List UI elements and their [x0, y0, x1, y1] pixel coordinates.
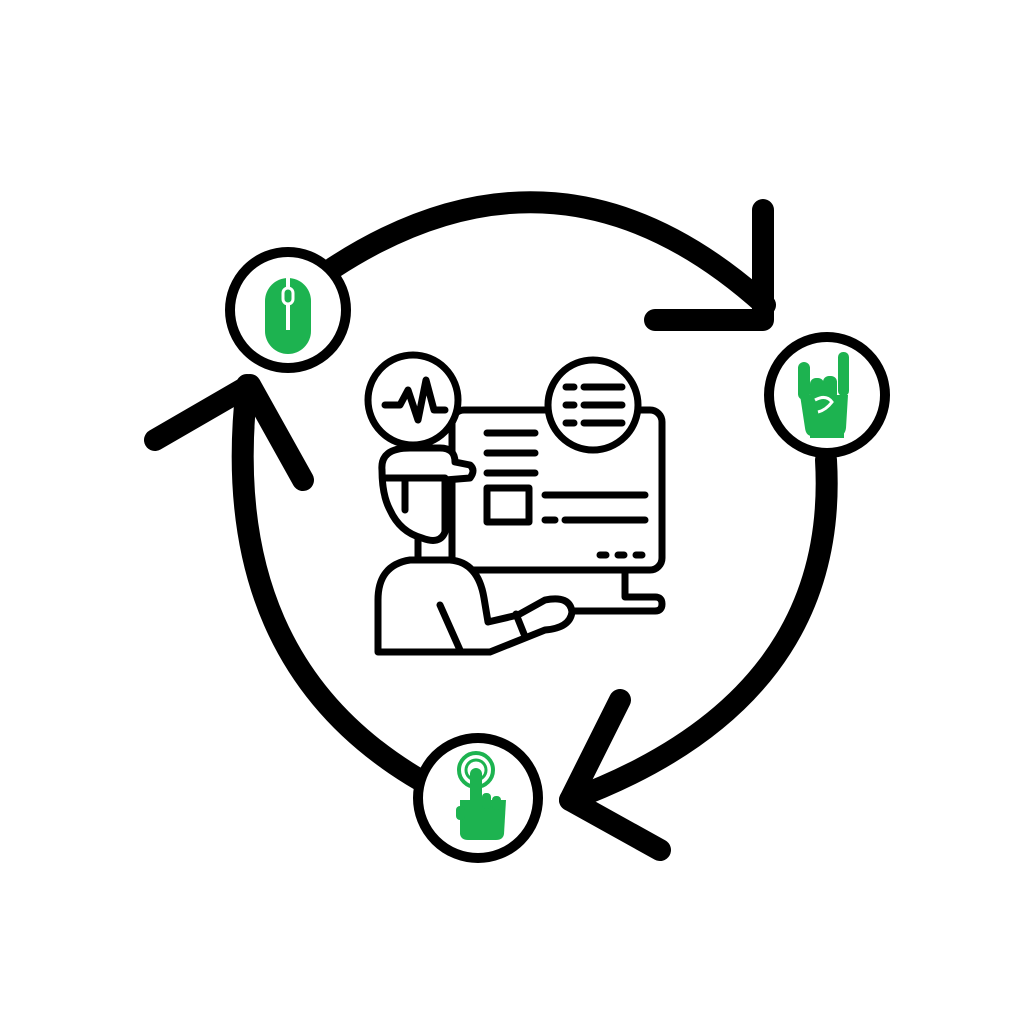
- node-mouse: [225, 247, 351, 373]
- arc-top: [322, 191, 776, 316]
- cycle-arcs: [231, 191, 838, 811]
- user-at-computer-icon: [364, 351, 666, 656]
- arc-right: [559, 449, 838, 811]
- touch-finger-icon: [456, 751, 506, 840]
- mouse-icon: [265, 278, 311, 354]
- node-gesture: [764, 332, 890, 458]
- person-head: [378, 444, 477, 544]
- rock-hand-gesture-icon: [798, 352, 849, 438]
- person-body: [374, 556, 576, 656]
- arrowhead-bottom: [559, 689, 671, 861]
- arc-left: [231, 374, 431, 791]
- arrowhead-left: [144, 374, 314, 491]
- arrowheads: [144, 199, 774, 861]
- arrowhead-top: [644, 199, 774, 331]
- node-touch: [413, 733, 543, 863]
